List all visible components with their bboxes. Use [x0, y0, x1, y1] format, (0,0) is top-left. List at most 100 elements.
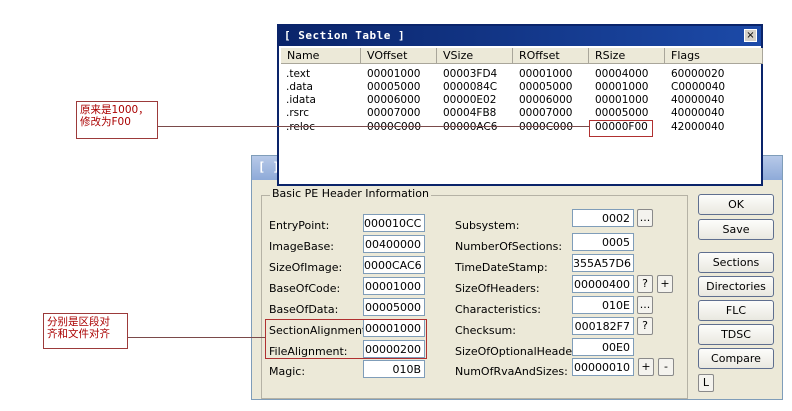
annotation-leader-line — [128, 337, 265, 338]
roffset-cell: 0000C000 — [519, 121, 574, 133]
vsize-cell: 00003FD4 — [443, 68, 498, 80]
sizeofimage-label: SizeOfImage: — [269, 261, 343, 274]
sizeofoptionalheader-field[interactable]: 00E0 — [572, 338, 634, 356]
column-header-flags[interactable]: Flags — [665, 48, 763, 64]
sizeofheaders-question-button[interactable]: ? — [637, 275, 653, 293]
rsize-cell: 00000F00 — [595, 121, 648, 133]
flags-cell: 42000040 — [671, 121, 725, 133]
column-header-rsize[interactable]: RSize — [589, 48, 665, 64]
rsize-cell: 00001000 — [595, 81, 649, 93]
entrypoint-label: EntryPoint: — [269, 219, 330, 232]
vsize-cell: 00000AC6 — [443, 121, 498, 133]
save-button[interactable]: Save — [698, 219, 774, 240]
group-title: Basic PE Header Information — [270, 187, 431, 200]
pe-editor-title: [ ] — [258, 160, 280, 174]
rsize-cell: 00005000 — [595, 107, 649, 119]
roffset-cell: 00006000 — [519, 94, 573, 106]
vsize-cell: 00004FB8 — [443, 107, 497, 119]
characteristics-label: Characteristics: — [455, 303, 541, 316]
vsize-cell: 00000E02 — [443, 94, 497, 106]
roffset-cell: 00007000 — [519, 107, 573, 119]
baseofcode-label: BaseOfCode: — [269, 282, 341, 295]
subsystem-field[interactable]: 0002 — [572, 209, 634, 227]
column-header-roffset[interactable]: ROffset — [513, 48, 589, 64]
filealignment-field[interactable]: 00000200 — [363, 340, 425, 358]
baseofdata-field[interactable]: 00005000 — [363, 298, 425, 316]
flc-button[interactable]: FLC — [698, 300, 774, 321]
flags-cell: 40000040 — [671, 94, 725, 106]
characteristics-browse-button[interactable]: ... — [637, 296, 653, 314]
checksum-label: Checksum: — [455, 324, 516, 337]
annotation-line: 修改为F00 — [80, 116, 131, 128]
tdsc-button[interactable]: TDSC — [698, 324, 774, 345]
numberofsections-label: NumberOfSections: — [455, 240, 563, 253]
characteristics-field[interactable]: 010E — [572, 296, 634, 314]
close-icon[interactable]: × — [744, 29, 757, 42]
rva-minus-button[interactable]: - — [658, 358, 674, 376]
column-header-voffset[interactable]: VOffset — [361, 48, 437, 64]
voffset-cell: 00007000 — [367, 107, 421, 119]
section-table-window: [ Section Table ] × Name VOffset VSize R… — [277, 24, 763, 186]
annotation-leader-line — [158, 126, 590, 127]
voffset-cell: 00005000 — [367, 81, 421, 93]
roffset-cell: 00005000 — [519, 81, 573, 93]
sizeofheaders-label: SizeOfHeaders: — [455, 282, 540, 295]
section-name: .text — [286, 68, 311, 80]
l-button[interactable]: L — [698, 374, 714, 392]
voffset-cell: 00001000 — [367, 68, 421, 80]
rsize-cell: 00004000 — [595, 68, 649, 80]
section-name: .reloc — [286, 121, 315, 133]
magic-field[interactable]: 010B — [363, 360, 425, 378]
sizeofimage-field[interactable]: 0000CAC6 — [363, 256, 425, 274]
numberofsections-field[interactable]: 0005 — [572, 233, 634, 251]
checksum-question-button[interactable]: ? — [637, 317, 653, 335]
sections-button[interactable]: Sections — [698, 252, 774, 273]
section-table-titlebar[interactable]: [ Section Table ] × — [279, 26, 761, 46]
section-table-title: [ Section Table ] — [284, 29, 406, 42]
sizeofoptionalheader-label: SizeOfOptionalHeader: — [455, 345, 581, 358]
annotation-line: 分别是区段对 — [47, 316, 110, 328]
roffset-cell: 00001000 — [519, 68, 573, 80]
numofrvaandsizes-field[interactable]: 00000010 — [572, 358, 634, 376]
compare-button[interactable]: Compare — [698, 348, 774, 369]
flags-cell: C0000040 — [671, 81, 726, 93]
subsystem-label: Subsystem: — [455, 219, 520, 232]
ok-button[interactable]: OK — [698, 194, 774, 215]
pe-editor-window: [ ] Basic PE Header Information EntryPoi… — [251, 155, 783, 400]
section-name: .idata — [286, 94, 316, 106]
basic-pe-header-group — [261, 195, 688, 399]
numofrvaandsizes-label: NumOfRvaAndSizes: — [455, 365, 568, 378]
section-table-header: Name VOffset VSize ROffset RSize Flags — [281, 48, 763, 64]
checksum-field[interactable]: 000182F7 — [572, 317, 634, 335]
imagebase-label: ImageBase: — [269, 240, 334, 253]
annotation-rsize-note: 原来是1000， 修改为F00 — [76, 101, 158, 139]
section-name: .rsrc — [286, 107, 309, 119]
flags-cell: 60000020 — [671, 68, 725, 80]
annotation-alignment-note: 分别是区段对 齐和文件对齐 — [43, 313, 128, 349]
rsize-cell: 00001000 — [595, 94, 649, 106]
filealignment-label: FileAlignment: — [269, 345, 348, 358]
magic-label: Magic: — [269, 365, 306, 378]
baseofcode-field[interactable]: 00001000 — [363, 277, 425, 295]
sectionalignment-label: SectionAlignment: — [269, 324, 370, 337]
vsize-cell: 0000084C — [443, 81, 498, 93]
directories-button[interactable]: Directories — [698, 276, 774, 297]
subsystem-browse-button[interactable]: ... — [637, 209, 653, 227]
entrypoint-field[interactable]: 000010CC — [363, 214, 425, 232]
rva-plus-button[interactable]: + — [638, 358, 654, 376]
rsize-highlight-box — [589, 120, 653, 137]
sizeofheaders-field[interactable]: 00000400 — [572, 275, 634, 293]
annotation-line: 齐和文件对齐 — [47, 328, 110, 340]
column-header-name[interactable]: Name — [281, 48, 361, 64]
timedatestamp-label: TimeDateStamp: — [455, 261, 548, 274]
imagebase-field[interactable]: 00400000 — [363, 235, 425, 253]
timedatestamp-field[interactable]: 355A57D6 — [572, 254, 634, 272]
annotation-line: 原来是1000， — [80, 104, 149, 116]
baseofdata-label: BaseOfData: — [269, 303, 339, 316]
sizeofheaders-plus-button[interactable]: + — [657, 275, 673, 293]
voffset-cell: 0000C000 — [367, 121, 422, 133]
alignment-highlight-box — [265, 319, 427, 359]
voffset-cell: 00006000 — [367, 94, 421, 106]
column-header-vsize[interactable]: VSize — [437, 48, 513, 64]
sectionalignment-field[interactable]: 00001000 — [363, 319, 425, 337]
